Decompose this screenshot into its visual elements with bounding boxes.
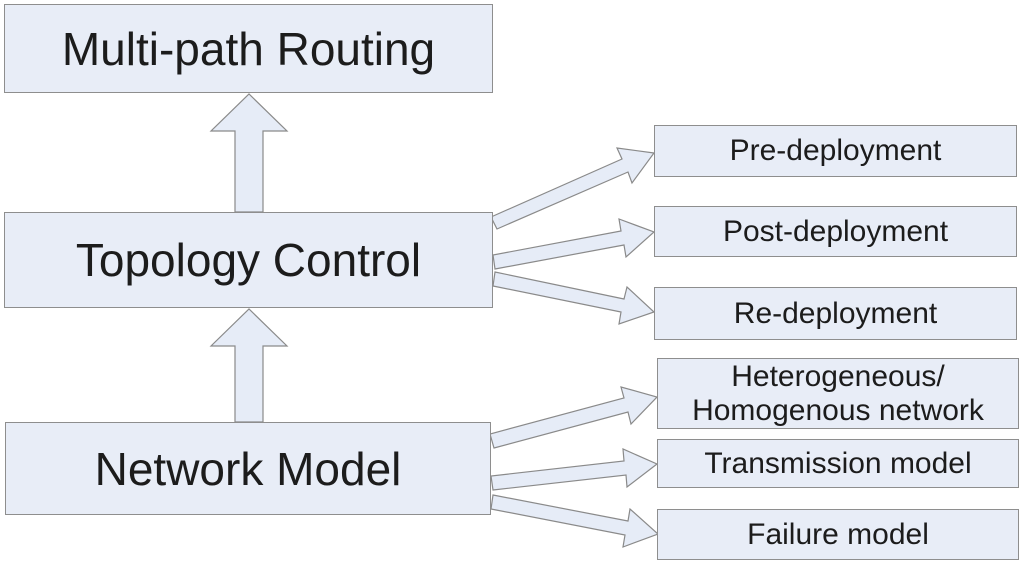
node-transmission-model: Transmission model (657, 439, 1019, 488)
node-heterogeneous-homogenous-network-label: Heterogeneous/ Homogenous network (692, 360, 984, 428)
arrow-topology-to-multipath-icon (209, 93, 289, 213)
node-failure-model-label: Failure model (747, 517, 929, 551)
arrow-network-to-transmission-icon (490, 448, 659, 491)
node-failure-model: Failure model (657, 509, 1019, 560)
node-heterogeneous-homogenous-network: Heterogeneous/ Homogenous network (657, 358, 1019, 429)
node-topology-control: Topology Control (4, 212, 493, 308)
node-network-model: Network Model (5, 422, 491, 515)
heterogeneous-line: Heterogeneous/ (731, 359, 945, 393)
arrow-network-to-topology-icon (209, 308, 289, 423)
arrow-topology-to-postdeployment-icon (492, 218, 656, 270)
node-re-deployment: Re-deployment (654, 287, 1017, 340)
arrow-topology-to-predeployment-icon (490, 147, 656, 230)
node-network-model-label: Network Model (94, 442, 402, 495)
node-transmission-model-label: Transmission model (704, 446, 972, 480)
node-re-deployment-label: Re-deployment (733, 296, 938, 330)
node-pre-deployment: Pre-deployment (654, 125, 1017, 177)
node-post-deployment: Post-deployment (654, 206, 1017, 257)
node-pre-deployment-label: Pre-deployment (729, 134, 942, 167)
arrow-network-to-heterogeneous-icon (489, 386, 659, 449)
arrow-topology-to-redeployment-icon (492, 271, 656, 325)
node-multi-path-routing: Multi-path Routing (4, 4, 493, 93)
arrow-network-to-failure-icon (490, 494, 660, 548)
node-multi-path-routing-label: Multi-path Routing (61, 22, 436, 75)
homogenous-network-line: Homogenous network (692, 393, 984, 427)
node-post-deployment-label: Post-deployment (722, 214, 949, 248)
node-topology-control-label: Topology Control (75, 234, 422, 286)
